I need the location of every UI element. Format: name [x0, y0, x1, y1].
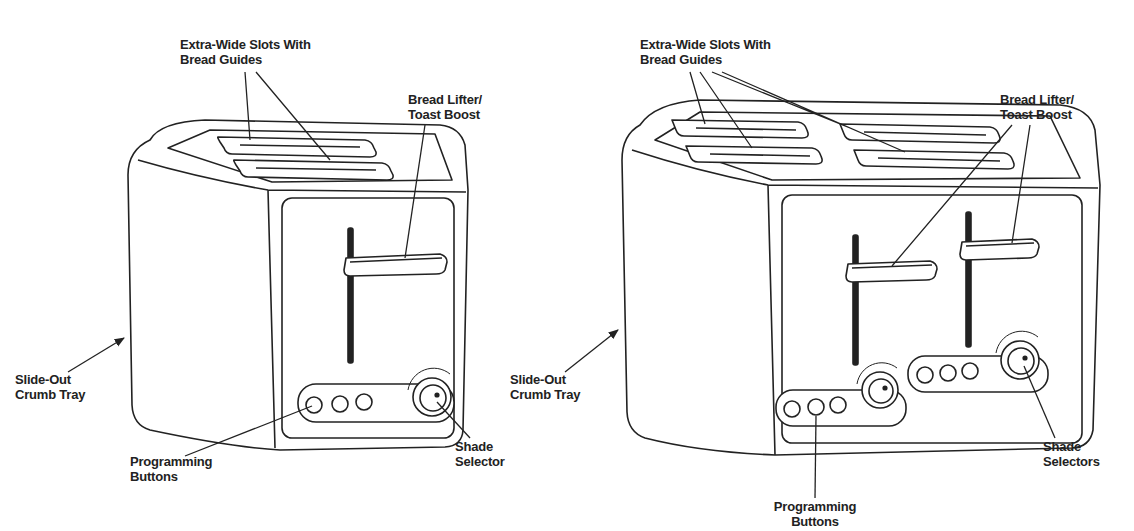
callout-label: Shade Selector	[455, 440, 525, 469]
leader-arrow	[68, 338, 124, 372]
leader-line	[815, 416, 816, 498]
body-edge	[632, 150, 1098, 455]
callout-label: Shade Selectors	[1043, 440, 1123, 469]
leader-line	[245, 72, 330, 160]
program-button	[962, 363, 978, 379]
dial-dot	[435, 393, 439, 397]
callout-label: Slide-Out Crumb Tray	[15, 373, 100, 402]
callout-label: Bread Lifter/ Toast Boost	[408, 93, 508, 122]
shade-dial	[862, 372, 898, 408]
leader-line	[892, 125, 1030, 266]
lifter-top	[852, 243, 1034, 268]
dial-scale	[408, 368, 450, 390]
callout-label: Bread Lifter/ Toast Boost	[1000, 93, 1100, 122]
front-panel	[282, 198, 454, 438]
leader-arrow	[565, 330, 618, 372]
top-rim	[655, 112, 1080, 180]
shade-dial-knob	[1008, 348, 1034, 374]
lever-track	[348, 228, 353, 363]
lever-track	[853, 235, 858, 365]
body-edge	[138, 160, 466, 448]
program-button	[356, 394, 372, 410]
program-button	[808, 399, 824, 415]
leader-line	[437, 402, 470, 438]
shade-dial	[1001, 341, 1039, 379]
callout-label: Slide-Out Crumb Tray	[510, 373, 595, 402]
top-rim	[168, 130, 452, 182]
program-button	[306, 397, 322, 413]
program-button	[940, 365, 956, 381]
bread-guide	[240, 145, 376, 170]
bread-lifter	[846, 261, 937, 282]
dial-dot	[883, 386, 887, 390]
dial-scale	[996, 331, 1038, 353]
bread-lifter	[960, 239, 1039, 260]
leader-line	[1024, 366, 1055, 438]
callout-label: Programming Buttons	[765, 500, 865, 529]
dial-dot	[1023, 356, 1027, 360]
program-button	[332, 396, 348, 412]
lever-track	[966, 212, 971, 347]
leader-line	[690, 72, 905, 152]
leader-line	[405, 125, 425, 258]
callout-label: Programming Buttons	[130, 455, 230, 484]
program-button	[830, 397, 846, 413]
callout-label: Extra-Wide Slots With Bread Guides	[180, 38, 340, 67]
program-button	[917, 367, 933, 383]
lifter-top	[350, 258, 442, 262]
toaster-body	[622, 100, 1100, 455]
leader-line	[185, 406, 312, 456]
shade-dial-knob	[869, 379, 893, 403]
toaster-body	[128, 120, 468, 450]
bread-lifter	[344, 254, 447, 276]
program-button	[784, 401, 800, 417]
callout-label: Extra-Wide Slots With Bread Guides	[640, 38, 800, 67]
dial-scale	[857, 363, 897, 384]
